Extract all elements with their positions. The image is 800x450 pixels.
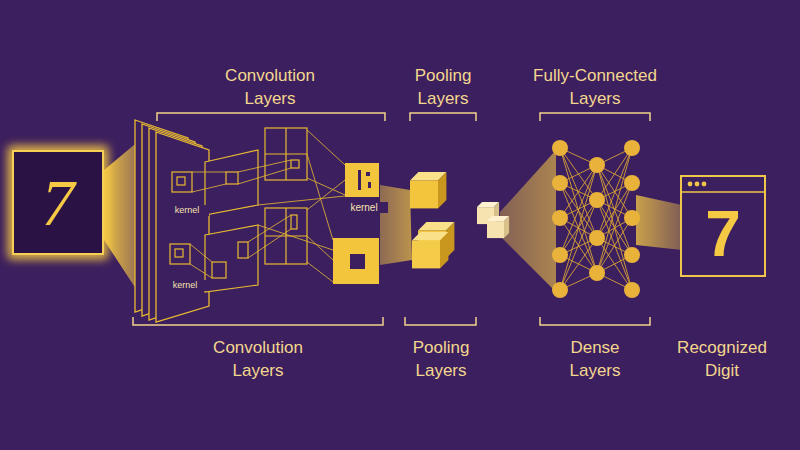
layer-label: Recognized Digit [667, 336, 777, 382]
neuron [624, 247, 640, 263]
neuron [589, 157, 605, 173]
cube-side [504, 216, 509, 238]
layer-label: Pooling Layers [396, 336, 486, 382]
light-beam [380, 185, 412, 265]
window-bar-line [682, 191, 764, 193]
neuron [552, 140, 568, 156]
input-glow [8, 146, 108, 259]
kernel-square [345, 163, 379, 197]
digit: 7 [42, 165, 75, 241]
kernel-mark [358, 170, 361, 190]
layer-label: Dense Layers [553, 336, 637, 382]
neuron-link [597, 218, 632, 273]
window-dot [695, 182, 700, 187]
cube-front [412, 240, 440, 268]
cube-front [410, 180, 438, 208]
input-image: 7 [12, 150, 104, 255]
cube-side [438, 172, 446, 208]
cube-front [487, 221, 504, 238]
neuron-link [560, 238, 597, 290]
neuron [624, 282, 640, 298]
neuron [589, 230, 605, 246]
neuron [552, 175, 568, 191]
neuron [552, 210, 568, 226]
kernel-mark [366, 172, 370, 176]
kernel-label: kernel [165, 205, 209, 216]
neuron [624, 175, 640, 191]
window-bar [682, 177, 764, 193]
dense-network [552, 140, 640, 298]
cube-side [440, 232, 448, 268]
feature-mark [350, 254, 365, 269]
light-beam [636, 195, 682, 250]
kernel-label: kernel [163, 280, 207, 291]
neuron [589, 192, 605, 208]
window-dot [702, 182, 707, 187]
neuron [589, 265, 605, 281]
output-window: 7 [680, 175, 766, 277]
layer-label: Pooling Layers [398, 64, 488, 110]
digit: 7 [705, 197, 741, 271]
feature-maps [135, 120, 209, 322]
neuron [624, 140, 640, 156]
neuron [552, 282, 568, 298]
kernel-label: kernel [340, 202, 388, 213]
kernel-lines [190, 130, 345, 282]
layer-label: Convolution Layers [198, 336, 318, 382]
pooling-cubes [410, 172, 509, 268]
kernel-mark [368, 182, 371, 188]
brackets [133, 113, 650, 325]
layer-label: Convolution Layers [210, 64, 330, 110]
window-dot [688, 182, 693, 187]
neuron [552, 247, 568, 263]
feature-square [333, 238, 379, 284]
light-beam [500, 150, 556, 292]
layer-label: Fully-Connected Layers [520, 64, 670, 110]
neuron [624, 210, 640, 226]
